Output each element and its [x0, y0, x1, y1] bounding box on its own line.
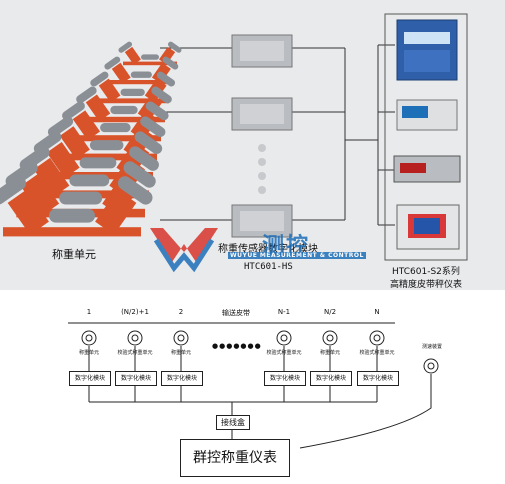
unit-5-number: N/2 — [323, 308, 337, 316]
module-ellipsis-dots — [258, 144, 266, 194]
instrument-desc-label: 高精度皮带秤仪表 — [390, 280, 463, 290]
watermark-logo — [150, 228, 218, 273]
schematic-wiring — [68, 322, 439, 449]
unit-2-number: (N/2)+1 — [121, 308, 149, 316]
unit-1-number: 1 — [86, 308, 92, 316]
unit-2-sensor-label: 校验式称重单元 — [117, 350, 153, 356]
unit-3-number: 2 — [178, 308, 184, 316]
system-illustration — [0, 13, 468, 273]
idler-frame — [76, 86, 172, 123]
junction-box: 接线盒 — [216, 415, 250, 430]
unit-1-sensor-label: 称重单元 — [78, 350, 99, 356]
digital-module-2: 数字化模块 — [115, 371, 157, 386]
conveyor-label: 输送皮带 — [222, 309, 250, 317]
instrument-bracket — [384, 13, 468, 261]
unit-3-sensor-label: 称重单元 — [170, 350, 191, 356]
unit-4-sensor-label: 校验式称重单元 — [266, 350, 302, 356]
group-weighing-instrument: 群控称重仪表 — [180, 439, 290, 477]
speed-device-label: 测速装置 — [421, 344, 442, 350]
weighing-idlers — [0, 41, 182, 237]
unit-6-number: N — [374, 308, 380, 316]
digital-module-4: 数字化模块 — [264, 371, 306, 386]
weighing-unit-label: 称重单元 — [52, 248, 96, 261]
unit-5-sensor-label: 称重单元 — [319, 350, 340, 356]
idler-frame — [0, 176, 153, 237]
digital-modules — [231, 34, 293, 238]
digital-module-5: 数字化模块 — [310, 371, 352, 386]
instrument-series-label: HTC601-S2系列 — [392, 267, 460, 277]
product-photo-panel — [0, 0, 505, 290]
load-cell-symbols — [81, 330, 439, 374]
digital-module-1: 数字化模块 — [69, 371, 111, 386]
wiring-lines — [160, 44, 395, 226]
module-label: 称重传感器数字化模块 — [218, 244, 318, 255]
digital-module-3: 数字化模块 — [161, 371, 203, 386]
module-model-label: HTC601-HS — [244, 262, 293, 272]
unit-6-sensor-label: 校验式称重单元 — [359, 350, 395, 356]
watermark-en-text: WUYUE MEASUREMENT & CONTROL — [228, 252, 366, 259]
digital-module-6: 数字化模块 — [357, 371, 399, 386]
ellipsis-dots: ●●●●●●● — [212, 342, 262, 350]
unit-4-number: N-1 — [277, 308, 291, 316]
instruments — [393, 19, 461, 250]
